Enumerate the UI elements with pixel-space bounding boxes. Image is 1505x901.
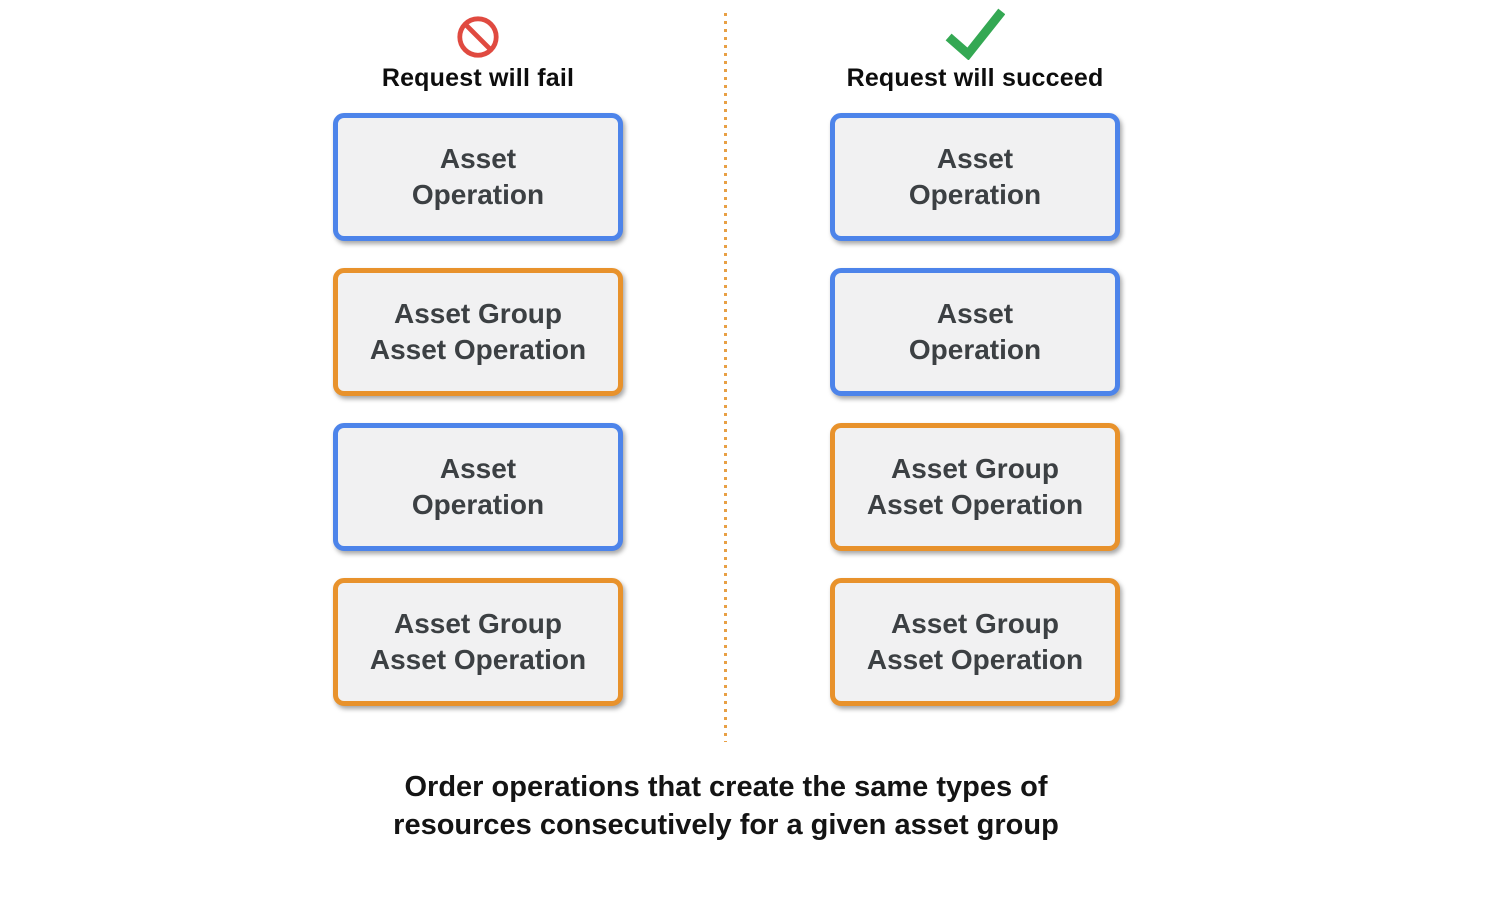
operation-box-label-line: Asset Group — [890, 453, 1060, 484]
operation-box-label-line: Asset — [439, 143, 517, 174]
prohibition-icon — [457, 16, 499, 58]
operation-box-label-line: Asset Operation — [866, 644, 1084, 675]
operation-box-label-line: Asset Group — [393, 298, 563, 329]
operation-box-label-line: Operation — [908, 179, 1042, 210]
succeed-column-title: Request will succeed — [846, 64, 1104, 92]
caption-line-2: resources consecutively for a given asse… — [393, 809, 1059, 841]
fail-column-header: Request will fail — [333, 14, 623, 93]
fail-column-title: Request will fail — [381, 64, 575, 92]
operation-box-label-line: Asset — [439, 453, 517, 484]
caption-line-1: Order operations that create the same ty… — [404, 771, 1048, 803]
succeed-column-header: Request will succeed — [830, 8, 1120, 93]
column-divider — [724, 13, 727, 742]
operation-box-label-line: Operation — [411, 489, 545, 520]
operation-box-label-line: Operation — [411, 179, 545, 210]
operation-box-label-line: Operation — [908, 334, 1042, 365]
operation-box-label-line: Asset Group — [393, 608, 563, 639]
operation-box-label-line: Asset Operation — [369, 334, 587, 365]
operation-box-label-line: Asset — [936, 298, 1014, 329]
operation-box-label-line: Asset Group — [890, 608, 1060, 639]
operation-box-label-line: Asset — [936, 143, 1014, 174]
diagram-caption: Order operations that create the same ty… — [276, 768, 1176, 844]
operation-box-label-line: Asset Operation — [866, 489, 1084, 520]
check-icon — [945, 8, 1005, 60]
operation-box-label-line: Asset Operation — [369, 644, 587, 675]
